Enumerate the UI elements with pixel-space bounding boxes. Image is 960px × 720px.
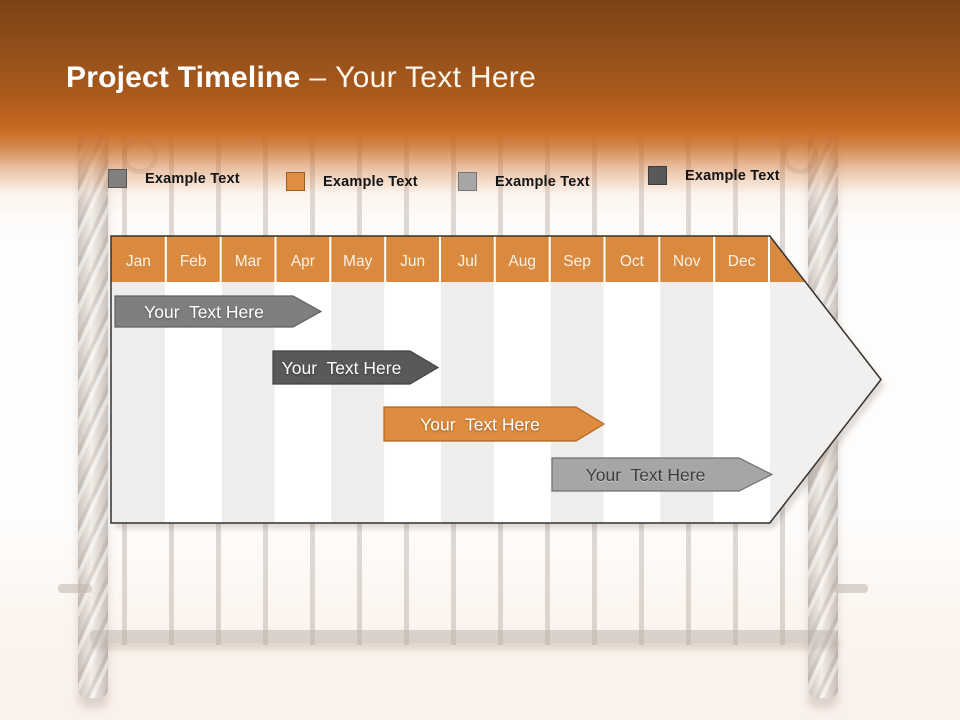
header-gradient-band: [0, 0, 960, 215]
fence-bottom-rail: [90, 630, 838, 643]
legend-item-3[interactable]: Example Text: [458, 172, 590, 191]
month-cell-jan[interactable]: Jan: [126, 253, 151, 270]
month-cell-jul[interactable]: Jul: [457, 253, 477, 270]
month-cell-sep[interactable]: Sep: [563, 253, 591, 270]
fence-post-left: [78, 126, 108, 698]
legend-swatch-gray-icon: [108, 169, 127, 188]
legend-item-4[interactable]: Example Text: [648, 166, 780, 185]
column-jun: [385, 282, 441, 523]
task-bar-4[interactable]: Your Text Here: [551, 457, 774, 492]
column-aug: [494, 282, 550, 523]
task-bar-3-label: Your Text Here: [420, 415, 540, 435]
task-bar-3[interactable]: Your Text Here: [383, 406, 606, 442]
task-bar-1-label: Your Text Here: [144, 302, 264, 322]
task-bar-2-label: Your Text Here: [282, 358, 402, 378]
slide-title[interactable]: Project Timeline–Your Text Here: [66, 58, 536, 98]
month-cell-apr[interactable]: Apr: [291, 253, 315, 270]
legend-swatch-lightgray-icon: [458, 172, 477, 191]
legend-swatch-darkgray-icon: [648, 166, 667, 185]
legend-label-1: Example Text: [145, 170, 240, 187]
month-cell-jun[interactable]: Jun: [400, 253, 425, 270]
slide-title-primary: Project Timeline: [66, 61, 301, 94]
month-cell-nov[interactable]: Nov: [673, 253, 701, 270]
slide-title-separator: –: [309, 61, 327, 94]
month-cell-oct[interactable]: Oct: [620, 253, 645, 270]
month-cell-aug[interactable]: Aug: [508, 253, 536, 270]
column-may: [330, 282, 386, 523]
month-cell-mar[interactable]: Mar: [235, 253, 262, 270]
legend-label-4: Example Text: [685, 167, 780, 184]
month-cell-may[interactable]: May: [343, 253, 373, 270]
column-jul: [440, 282, 495, 523]
task-bar-1[interactable]: Your Text Here: [114, 295, 323, 328]
month-cell-dec[interactable]: Dec: [728, 253, 756, 270]
task-bar-2[interactable]: Your Text Here: [272, 350, 440, 385]
month-header-band: [111, 236, 881, 282]
legend-item-2[interactable]: Example Text: [286, 172, 418, 191]
legend-label-2: Example Text: [323, 173, 418, 190]
task-bar-4-label: Your Text Here: [586, 465, 706, 485]
timeline-arrow-outline: [110, 235, 882, 524]
month-cell-feb[interactable]: Feb: [180, 253, 207, 270]
legend-item-1[interactable]: Example Text: [108, 169, 240, 188]
slide-title-secondary: Your Text Here: [335, 61, 537, 94]
legend-swatch-orange-icon: [286, 172, 305, 191]
fence-rail-stub-left: [58, 584, 92, 593]
fence-rail-stub-right: [834, 584, 868, 593]
legend-label-3: Example Text: [495, 173, 590, 190]
